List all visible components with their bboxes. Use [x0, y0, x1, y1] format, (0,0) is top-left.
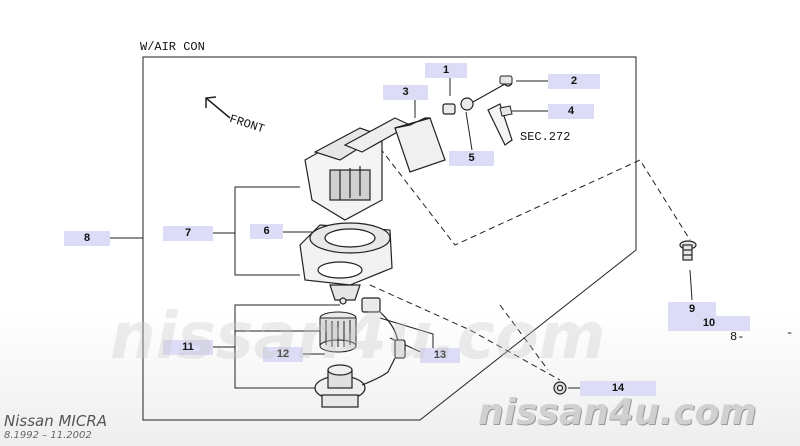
sec-reference: SEC.272 — [520, 130, 571, 144]
blower-housing — [299, 222, 393, 301]
wiring-harness — [339, 297, 406, 359]
frame-outline — [142, 56, 637, 421]
section-title: W/AIR CON — [140, 40, 205, 54]
blower-motor — [314, 357, 396, 408]
callout-11[interactable]: 11 — [163, 340, 213, 355]
callout-1[interactable]: 1 — [425, 63, 467, 78]
callout-14[interactable]: 14 — [580, 381, 656, 396]
edge-mark: - — [786, 326, 794, 340]
dashed-route-upper — [379, 147, 691, 246]
callout-13[interactable]: 13 — [420, 348, 460, 363]
callout-10[interactable]: 10 — [668, 316, 750, 331]
air-filter — [394, 117, 446, 173]
callout-2[interactable]: 2 — [548, 74, 600, 89]
leader-5 — [465, 111, 473, 151]
bracket-7 — [234, 186, 300, 276]
leader-9 — [689, 269, 693, 301]
callout-5[interactable]: 5 — [449, 151, 494, 166]
callout-6[interactable]: 6 — [250, 224, 283, 239]
callout-12[interactable]: 12 — [263, 347, 303, 362]
bolt — [679, 240, 697, 261]
front-arrow — [205, 96, 231, 119]
footer-model: Nissan MICRA — [4, 412, 108, 430]
intake-unit — [304, 117, 412, 221]
clip — [553, 381, 567, 395]
blower-fan — [319, 311, 357, 353]
bracket-13 — [379, 317, 434, 350]
continuation-mark: 8- — [730, 330, 745, 344]
callout-3[interactable]: 3 — [383, 85, 428, 100]
callout-7[interactable]: 7 — [163, 226, 213, 241]
screw — [499, 75, 513, 85]
pin — [499, 105, 513, 117]
callout-4[interactable]: 4 — [548, 104, 594, 119]
watermark-right: nissan4u.com — [478, 392, 757, 433]
footer-dates: 8.1992 – 11.2002 — [4, 430, 92, 441]
callout-9[interactable]: 9 — [668, 302, 716, 317]
callout-8[interactable]: 8 — [64, 231, 110, 246]
watermark-center: nissan4u.com — [110, 300, 606, 374]
dashed-route-mid — [499, 304, 549, 371]
